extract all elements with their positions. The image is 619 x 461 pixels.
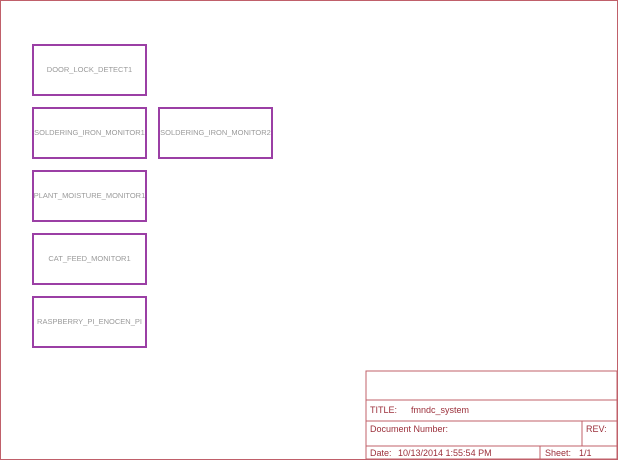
title-block: TITLE: fmndc_system Document Number: REV… — [365, 370, 618, 460]
block-soldering-iron-monitor1[interactable]: SOLDERING_IRON_MONITOR1 — [32, 107, 147, 159]
block-outline — [32, 107, 147, 159]
block-label: SOLDERING_IRON_MONITOR1 — [34, 128, 145, 137]
block-label: RASPBERRY_PI_ENOCEN_PI — [37, 317, 142, 326]
block-plant-moisture-monitor1[interactable]: PLANT_MOISTURE_MONITOR1 — [32, 170, 147, 222]
block-outline — [32, 233, 147, 285]
block-outline — [32, 170, 147, 222]
block-cat-feed-monitor1[interactable]: CAT_FEED_MONITOR1 — [32, 233, 147, 285]
block-raspberry-pi-enocen-pi[interactable]: RASPBERRY_PI_ENOCEN_PI — [32, 296, 147, 348]
document-number-label: Document Number: — [370, 424, 448, 434]
title-label: TITLE: — [370, 405, 397, 415]
block-label: SOLDERING_IRON_MONITOR2 — [160, 128, 271, 137]
sheet-label: Sheet: — [545, 448, 571, 458]
block-door-lock-detect1[interactable]: DOOR_LOCK_DETECT1 — [32, 44, 147, 96]
title-block-frame — [365, 370, 618, 460]
rev-label: REV: — [586, 424, 607, 434]
block-outline — [32, 296, 147, 348]
block-soldering-iron-monitor2[interactable]: SOLDERING_IRON_MONITOR2 — [158, 107, 273, 159]
block-outline — [158, 107, 273, 159]
block-label: PLANT_MOISTURE_MONITOR1 — [34, 191, 146, 200]
date-value: 10/13/2014 1:55:54 PM — [398, 448, 492, 458]
date-label: Date: — [370, 448, 392, 458]
block-label: CAT_FEED_MONITOR1 — [48, 254, 130, 263]
block-outline — [32, 44, 147, 96]
sheet-value: 1/1 — [579, 448, 592, 458]
title-value: fmndc_system — [411, 405, 469, 415]
block-label: DOOR_LOCK_DETECT1 — [47, 65, 132, 74]
